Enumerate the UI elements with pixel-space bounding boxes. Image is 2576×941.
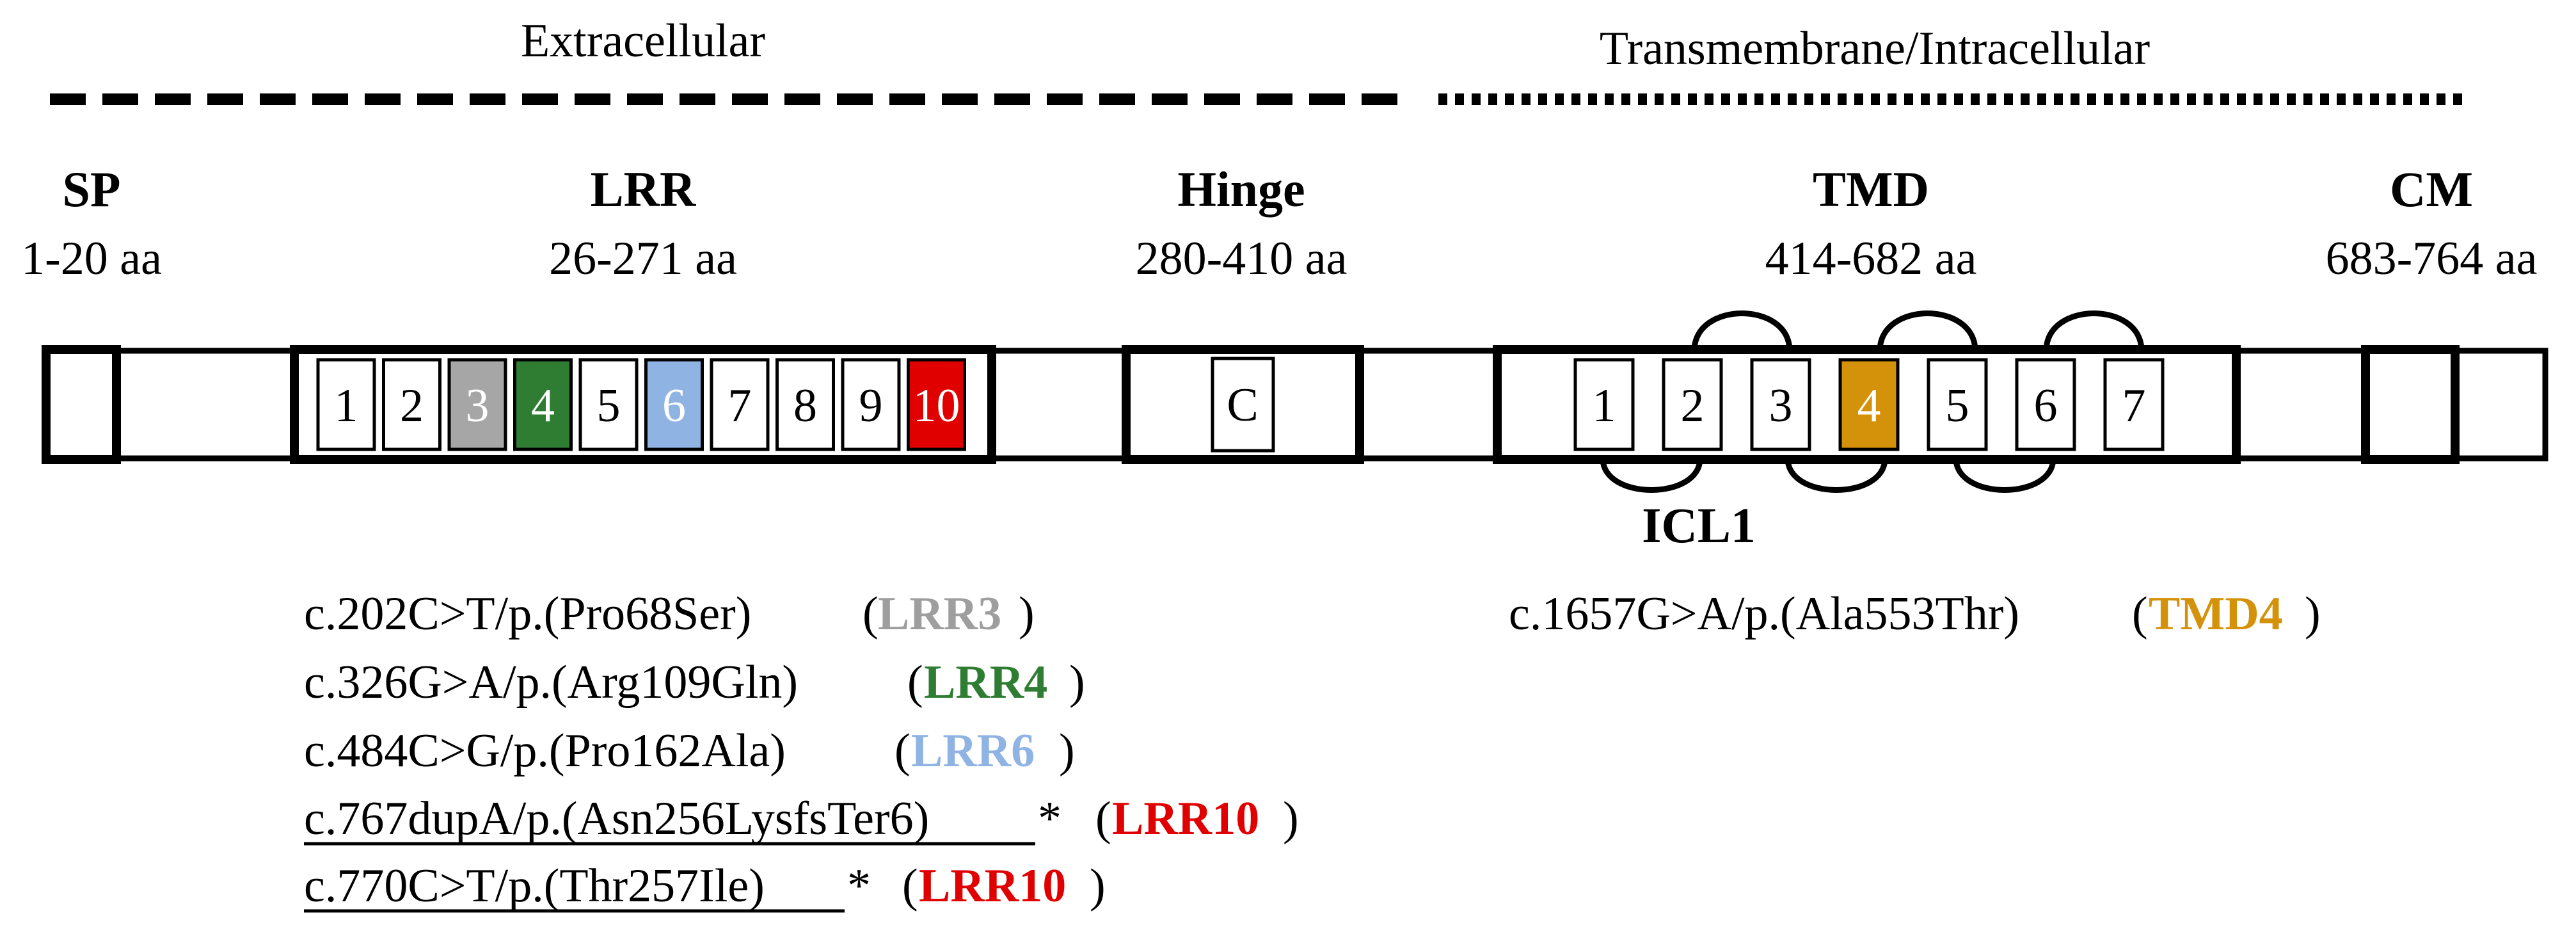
variant-domain-label-lrr6: LRR6 <box>911 725 1035 777</box>
variant-domain-label-lrr4: LRR4 <box>924 656 1047 709</box>
variant-row: c.202C>T/p.(Pro68Ser) ( LRR3 ) <box>304 588 1035 640</box>
lrr-repeat-box-6 <box>644 358 704 451</box>
region-label-extracellular: Extracellular <box>521 15 765 67</box>
tmd-segment-label-3: 3 <box>1769 380 1793 432</box>
lrr-repeat-label-6: 6 <box>662 380 686 432</box>
variant-text-underlined: c.770C>T/p.(Thr257Ile) <box>304 860 765 912</box>
open-paren: ( <box>1095 792 1111 845</box>
lrr-repeat-label-7: 7 <box>728 380 752 432</box>
close-paren: ) <box>1069 656 1085 709</box>
domain-name-sp: SP <box>62 161 120 217</box>
tmd-segment-label-5: 5 <box>1946 380 1969 432</box>
tmd-segment-label-4: 4 <box>1857 380 1881 432</box>
tmd-segment-box-3 <box>1750 358 1811 451</box>
tmd-variant-list: c.1657G>A/p.(Ala553Thr) ( TMD4 ) <box>1509 588 2321 640</box>
variant-text: c.326G>A/p.(Arg109Gln) <box>304 656 798 709</box>
tmd-segment-box-6 <box>2015 358 2076 451</box>
open-paren: ( <box>907 656 923 709</box>
close-paren: ) <box>1283 792 1299 845</box>
tmd-segment-box-5 <box>1927 358 1988 451</box>
hinge-cysteine-label: C <box>1227 379 1258 431</box>
lrr-repeat-label-1: 1 <box>335 380 358 432</box>
extracellular-loop-2 <box>1877 310 1978 351</box>
variant-domain-label-lrr10: LRR10 <box>1112 792 1259 845</box>
domain-name-lrr: LRR <box>591 161 697 217</box>
variant-row: c.767dupA/p.(Asn256LysfsTer6) * ( LRR10 … <box>304 792 1299 846</box>
lrr-repeat-label-3: 3 <box>466 380 489 432</box>
open-paren: ( <box>902 860 918 912</box>
open-paren: ( <box>2132 588 2148 640</box>
lrr-repeat-box-1 <box>316 358 376 451</box>
domain-name-hinge: Hinge <box>1177 161 1305 217</box>
variant-text: c.1657G>A/p.(Ala553Thr) <box>1509 588 2019 640</box>
variant-text: c.484C>G/p.(Pro162Ala) <box>304 725 786 777</box>
variant-row: c.326G>A/p.(Arg109Gln) ( LRR4 ) <box>304 656 1085 709</box>
extracellular-loop-3 <box>2043 310 2145 351</box>
lrr-repeat-box-8 <box>775 358 835 451</box>
close-paren: ) <box>1019 588 1035 640</box>
domain-range-tmd: 414-682 aa <box>1765 232 1977 285</box>
extracellular-loop-1 <box>1691 310 1793 351</box>
lrr-repeat-label-5: 5 <box>597 380 621 432</box>
icl1-label: ICL1 <box>1642 497 1756 553</box>
variant-domain-label-tmd4: TMD4 <box>2149 588 2283 640</box>
open-paren: ( <box>894 725 910 777</box>
variant-row: c.770C>T/p.(Thr257Ile) * ( LRR10 ) <box>304 860 1106 913</box>
variant-text-underlined: c.767dupA/p.(Asn256LysfsTer6) <box>304 792 929 845</box>
region-label-transmembrane: Transmembrane/Intracellular <box>1600 22 2150 75</box>
intracellular-loop-2 <box>1785 458 1888 493</box>
cm-domain-block <box>2361 345 2460 464</box>
variant-text: c.202C>T/p.(Pro68Ser) <box>304 588 751 640</box>
lrr-repeat-label-9: 9 <box>859 380 883 432</box>
lrr-variant-list: c.202C>T/p.(Pro68Ser) ( LRR3 ) c.326G>A/… <box>304 588 1299 913</box>
close-paren: ) <box>2305 588 2321 640</box>
tmd-segment-box-7 <box>2103 358 2165 451</box>
lrr-repeat-label-10: 10 <box>913 380 960 432</box>
tmd-segment-label-2: 2 <box>1681 380 1705 432</box>
variant-asterisk: * <box>847 860 871 912</box>
lrr-repeat-label-4: 4 <box>531 380 555 432</box>
variant-asterisk: * <box>1038 792 1061 845</box>
domain-name-tmd: TMD <box>1813 161 1929 217</box>
domain-range-sp: 1-20 aa <box>21 232 162 285</box>
close-paren: ) <box>1059 725 1075 777</box>
lrr-repeat-box-5 <box>578 358 639 451</box>
open-paren: ( <box>863 588 879 640</box>
domain-range-hinge: 280-410 aa <box>1136 232 1348 285</box>
variant-row: c.1657G>A/p.(Ala553Thr) ( TMD4 ) <box>1509 588 2321 640</box>
lrr-repeat-box-10 <box>907 358 966 451</box>
intracellular-loop-3 <box>1953 458 2056 493</box>
lrr-repeat-box-2 <box>382 358 441 451</box>
lrr-repeat-label-2: 2 <box>400 380 424 432</box>
tmd-segment-label-7: 7 <box>2122 380 2146 432</box>
domain-name-cm: CM <box>2390 161 2473 217</box>
tmd-segments-group: 1 2 3 4 5 6 7 <box>1573 358 2165 451</box>
lrr-repeat-box-7 <box>710 358 770 451</box>
variant-row: c.484C>G/p.(Pro162Ala) ( LRR6 ) <box>304 725 1075 777</box>
lrr-repeat-box-9 <box>841 358 901 451</box>
lrr-repeat-box-3 <box>447 358 507 451</box>
tmd-segment-box-2 <box>1662 358 1723 451</box>
tmd-segment-box-4 <box>1838 358 1900 451</box>
close-paren: ) <box>1090 860 1106 912</box>
variant-domain-label-lrr3: LRR3 <box>878 588 1001 640</box>
lrr-repeat-label-8: 8 <box>793 380 817 432</box>
lrr-repeat-box-4 <box>513 358 573 451</box>
variant-domain-label-lrr10: LRR10 <box>919 860 1066 912</box>
sp-domain-block <box>42 345 121 464</box>
domain-range-lrr: 26-271 aa <box>549 232 737 285</box>
tmd-segment-label-6: 6 <box>2034 380 2058 432</box>
icl1-loop <box>1600 458 1703 493</box>
hinge-cysteine-box <box>1211 357 1275 453</box>
domain-range-cm: 683-764 aa <box>2326 232 2538 285</box>
tmd-segment-box-1 <box>1573 358 1635 451</box>
tmd-segment-label-1: 1 <box>1593 380 1616 432</box>
